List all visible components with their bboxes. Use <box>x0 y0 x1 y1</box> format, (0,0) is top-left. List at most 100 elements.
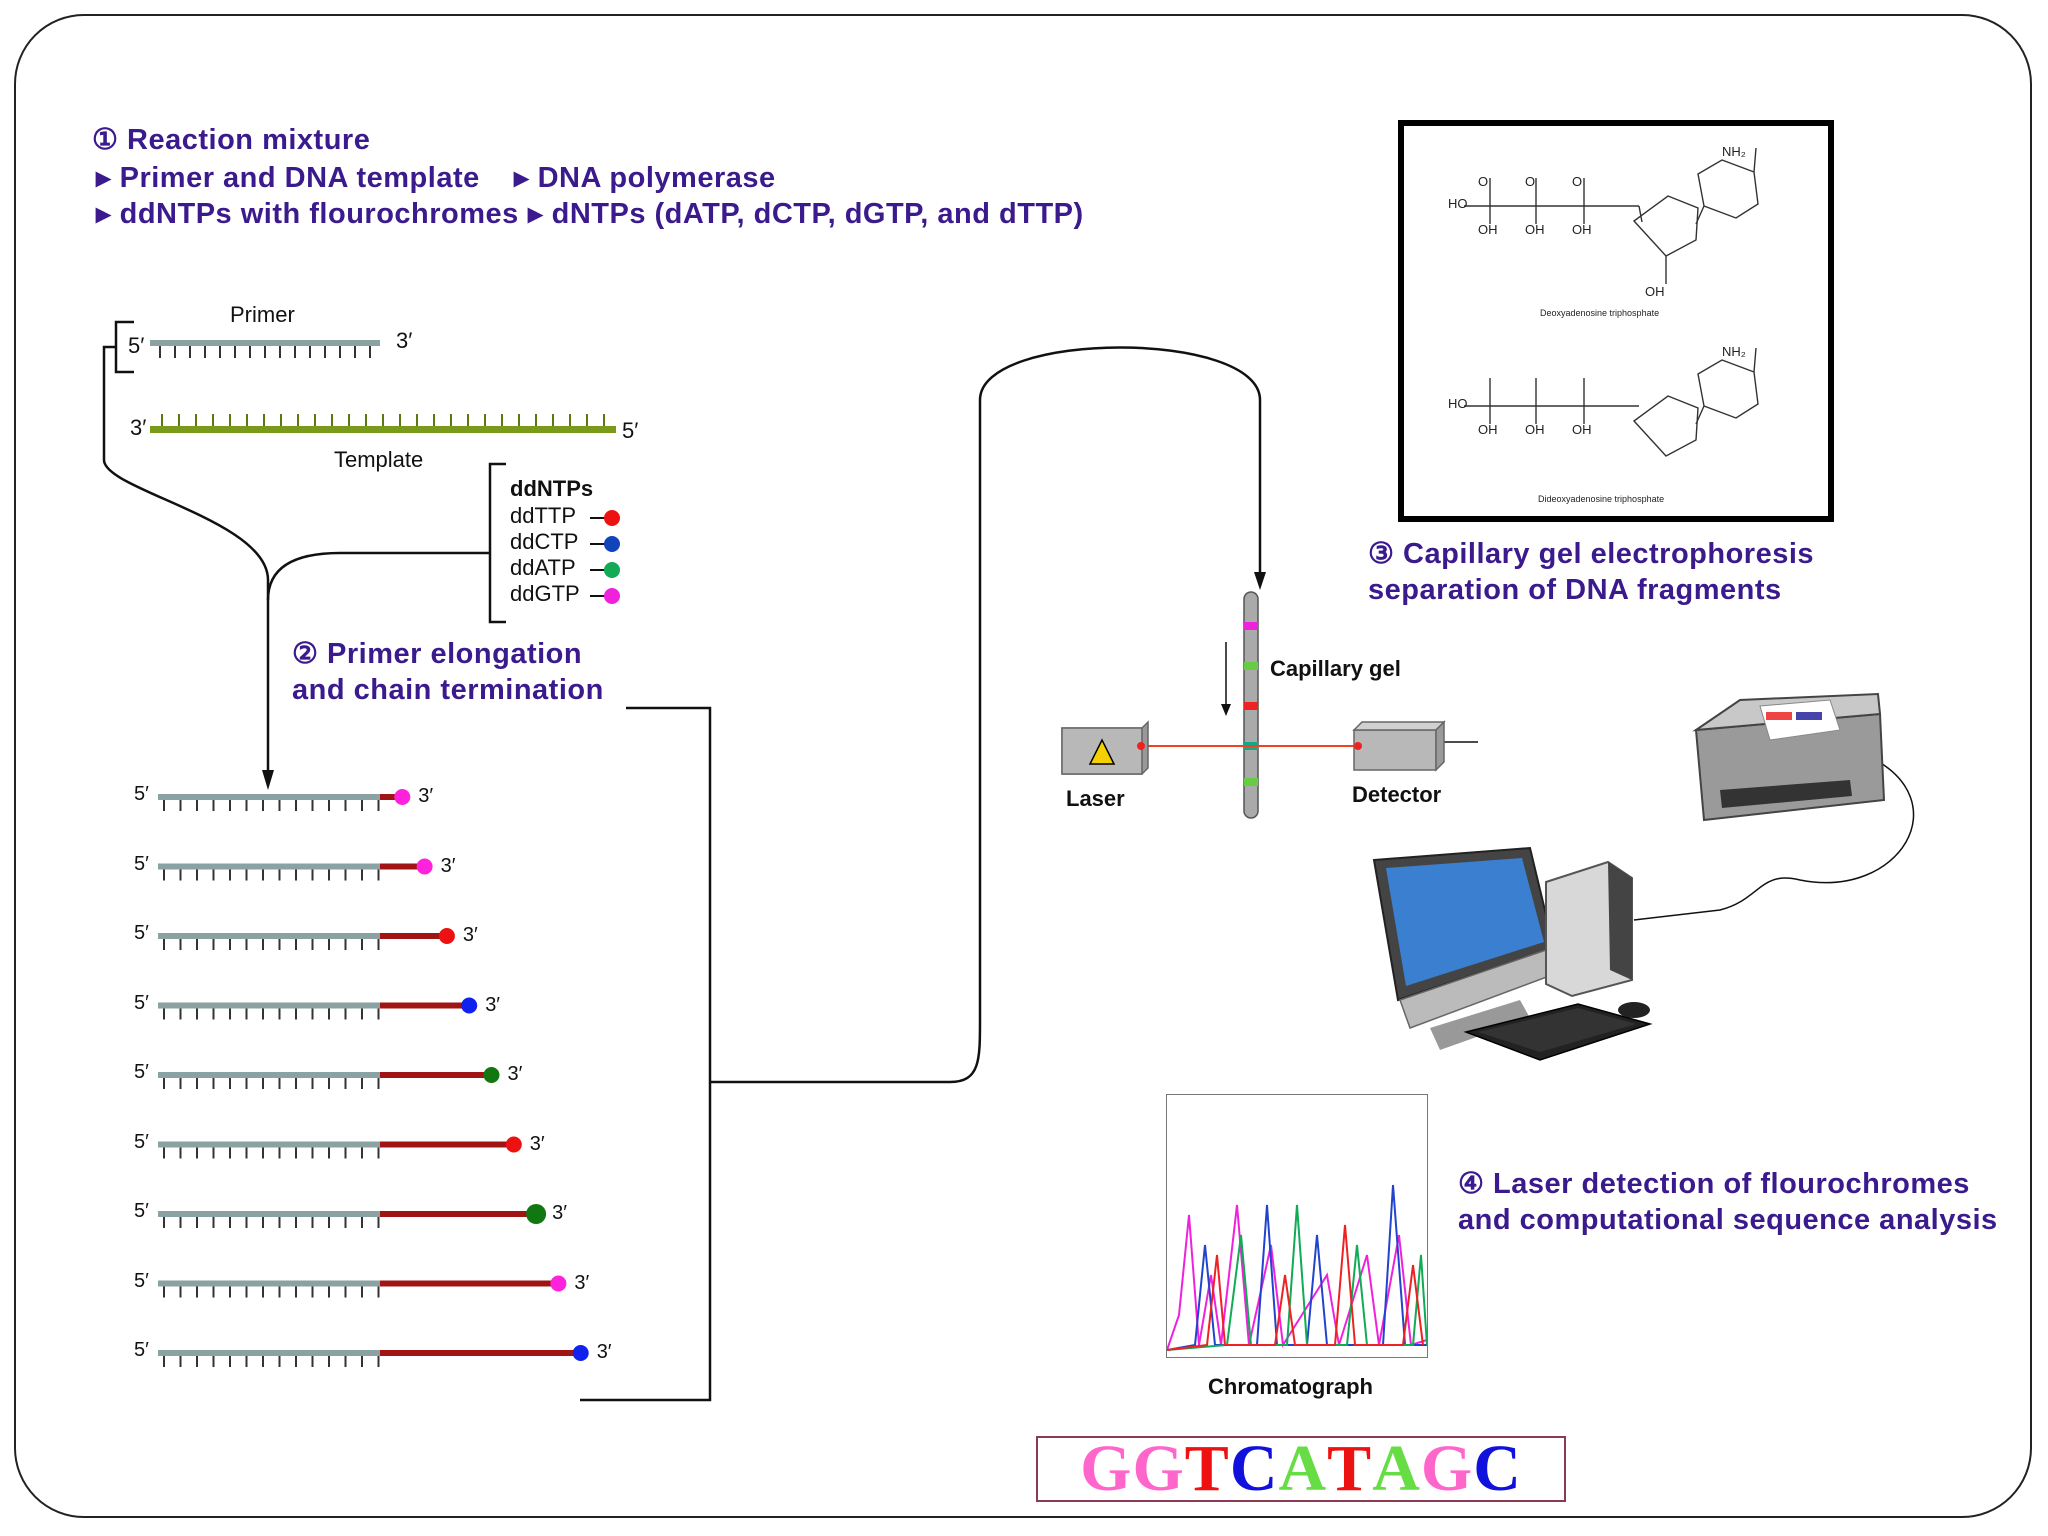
fragment-3-end-label: 3′ <box>485 993 501 1016</box>
fragment-8 <box>158 1275 567 1298</box>
fragment-primer-segment <box>158 1141 380 1148</box>
fragment-2 <box>158 858 433 881</box>
fragment-5-end-label: 5′ <box>134 991 149 1014</box>
sequence-base: C <box>1473 1432 1522 1505</box>
fragment-terminator-dot <box>526 1204 547 1224</box>
top-o2-label: O <box>1525 174 1536 189</box>
fragment-5-end-label: 5′ <box>134 783 149 805</box>
detector-label: Detector <box>1352 782 1442 807</box>
fragment-5-end-label: 5′ <box>134 1269 149 1292</box>
step4-line1: ④ Laser detection of flourochromes <box>1458 1168 1970 1200</box>
elongation-arrowhead <box>262 770 274 790</box>
primer-strand <box>150 340 380 358</box>
primer-backbone <box>150 340 380 346</box>
fragment-terminator-dot <box>394 789 411 805</box>
fragment-primer-segment <box>158 1280 380 1287</box>
fragment-terminator-dot <box>550 1275 567 1292</box>
top-nh2-label: NH₂ <box>1722 144 1746 159</box>
ddntps-title: ddNTPs <box>510 476 594 501</box>
step1-title: ① Reaction mixture <box>92 124 371 156</box>
fragment-3-end-label: 3′ <box>507 1063 523 1085</box>
fragment-extension-segment <box>380 1211 537 1217</box>
fragment-5-end-label: 5′ <box>134 1130 149 1153</box>
sequence-base: G <box>1080 1432 1133 1505</box>
step3-line1: ③ Capillary gel electrophoresis <box>1368 538 1815 570</box>
top-oh1-label: OH <box>1478 222 1498 237</box>
primer-5-end: 5′ <box>128 333 145 358</box>
template-3-end: 3′ <box>130 415 147 440</box>
fragment-terminator-dot <box>483 1067 500 1083</box>
mouse-icon <box>1618 1002 1650 1018</box>
ddntp-marker-ddttp <box>604 510 620 526</box>
fragment-6 <box>158 1136 522 1159</box>
detector-aperture <box>1354 742 1362 750</box>
fragment-extension-segment <box>380 1002 470 1009</box>
primer-label: Primer <box>230 302 295 327</box>
bottom-oh1-label: OH <box>1478 422 1498 437</box>
fragment-primer-segment <box>158 1211 380 1217</box>
printer-icon <box>1692 692 1886 822</box>
top-ho-label: HO <box>1448 196 1468 211</box>
fragment-7 <box>158 1204 547 1228</box>
ddntp-marker-ddctp <box>604 536 620 552</box>
fragment-extension-segment <box>380 863 425 870</box>
primer-bracket <box>114 320 134 374</box>
bottom-sugar-ring <box>1632 395 1699 457</box>
migration-arrowhead <box>1221 704 1231 716</box>
fragment-5-end-label: 5′ <box>134 852 149 875</box>
trace-c <box>1166 1184 1427 1351</box>
capillary-band <box>1244 702 1258 710</box>
ddntp-marker-ddatp <box>604 562 620 578</box>
fragment-primer-segment <box>158 794 380 800</box>
top-o1-label: O <box>1478 174 1489 189</box>
chromatograph-panel <box>1166 1094 1428 1358</box>
fragment-9 <box>158 1345 589 1367</box>
ddatp-label: ddATP <box>510 555 576 580</box>
fragment-3-end-label: 3′ <box>596 1341 612 1363</box>
capillary-tube <box>1243 591 1259 819</box>
ddntp-marker-ddgtp <box>604 588 620 604</box>
top-oh3-label: OH <box>1572 222 1592 237</box>
fragment-3-end-label: 3′ <box>529 1132 545 1155</box>
step1-item-dntps: ▸ dNTPs (dATP, dCTP, dGTP, and dTTP) <box>528 198 1084 230</box>
template-strand <box>150 414 616 433</box>
chromatograph-trace <box>1166 1184 1428 1351</box>
fragment-3-end-label: 3′ <box>418 785 434 807</box>
fragment-terminator-dot <box>416 858 433 875</box>
sequence-base: A <box>1372 1432 1421 1505</box>
capillary-band <box>1244 662 1258 670</box>
top-o3-label: O <box>1572 174 1583 189</box>
fragment-primer-segment <box>158 1350 380 1356</box>
fragment-primer-segment <box>158 933 380 939</box>
fragment-3-end-label: 3′ <box>440 854 456 877</box>
sequence-base: T <box>1327 1432 1373 1505</box>
step1-item-primer-template: ▸ Primer and DNA template <box>96 162 480 194</box>
step3-line2: separation of DNA fragments <box>1368 574 1782 606</box>
step2-line1: ② Primer elongation <box>292 638 583 670</box>
fragment-primer-segment <box>158 1072 380 1078</box>
bottom-structure-caption: Dideoxyadenosine triphosphate <box>1538 494 1665 504</box>
primer-3-end: 3′ <box>396 328 413 353</box>
top-oh2-label: OH <box>1525 222 1545 237</box>
laser-warning-icon <box>1088 738 1116 765</box>
step4-line2: and computational sequence analysis <box>1458 1204 1998 1236</box>
monitor-icon <box>1372 846 1561 1050</box>
bottom-ho-label: HO <box>1448 396 1468 411</box>
trace-t <box>1166 1224 1424 1351</box>
bottom-oh3-label: OH <box>1572 422 1592 437</box>
fragments-bracket <box>580 706 712 1402</box>
fragment-extension-segment <box>380 933 447 939</box>
fragment-extension-segment <box>380 1141 514 1148</box>
fragment-extension-segment <box>380 1072 492 1078</box>
fragment-extension-segment <box>380 1280 559 1287</box>
fragment-extension-segment <box>380 1350 581 1356</box>
laser-aperture <box>1137 742 1145 750</box>
ddntps-bracket <box>488 462 506 624</box>
fragment-4 <box>158 997 478 1020</box>
sequence-base: G <box>1132 1432 1185 1505</box>
capillary-band <box>1244 622 1258 630</box>
fragment-3 <box>158 928 455 950</box>
fragment-5-end-label: 5′ <box>134 922 149 944</box>
